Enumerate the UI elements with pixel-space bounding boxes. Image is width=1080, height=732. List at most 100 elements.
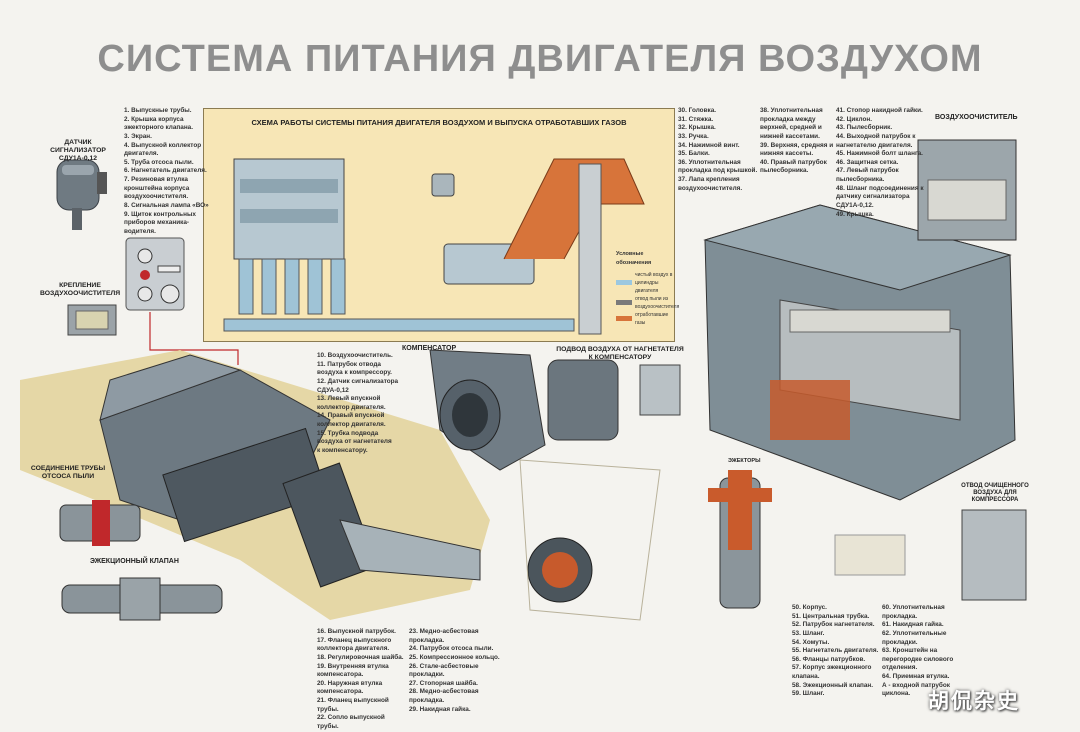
list-item: 4. Выпускной коллектор xyxy=(124,141,202,149)
list-item: прокладка. xyxy=(409,697,445,705)
list-item: 55. Нагнетатель двигателя. xyxy=(792,647,879,655)
legend-swatch xyxy=(616,316,632,322)
caption-ejection-valve: ЭЖЕКЦИОННЫЙ КЛАПАН xyxy=(90,558,179,565)
legend-label: чистый воздух в цилиндры двигателя xyxy=(635,271,673,294)
list-item: прокладка между xyxy=(760,115,816,123)
parts-list-d: 41. Стопор накидной гайки. 42. Циклон. 4… xyxy=(836,107,924,219)
parts-list-b: 30. Головка. 31. Стяжка. 32. Крышка. 33.… xyxy=(678,107,757,193)
list-item: трубы. xyxy=(317,705,339,713)
list-item: 32. Крышка. xyxy=(678,124,716,132)
list-item: приборов механика- xyxy=(124,219,190,227)
caption-sensor: ДАТЧИК СИГНАЛИЗАТОР СДУ1А-0,12 xyxy=(50,139,106,163)
list-item: 16. Выпускной патрубок. xyxy=(317,628,396,635)
legend-title: Условные обозначения xyxy=(616,251,652,266)
list-item: 31. Стяжка. xyxy=(678,115,714,123)
caption-ejectors: ЭЖЕКТОРЫ xyxy=(728,458,761,464)
list-item: 10. Воздухоочиститель. xyxy=(317,352,393,359)
list-item: СДУ1А-0,12. xyxy=(836,202,874,210)
list-item: 23. Медно-асбестовая xyxy=(409,628,479,635)
list-item: 12. Датчик сигнализатора xyxy=(317,377,399,385)
list-item: 40. Правый патрубок xyxy=(760,158,827,166)
scheme-title: СХЕМА РАБОТЫ СИСТЕМЫ ПИТАНИЯ ДВИГАТЕЛЯ В… xyxy=(251,118,627,127)
list-item: А - входной патрубок xyxy=(882,681,950,689)
list-item: 6. Нагнетатель двигателя. xyxy=(124,167,207,175)
list-item: 45. Нажимной болт шланга. xyxy=(836,150,923,158)
list-item: 64. Приемная втулка. xyxy=(882,673,950,681)
parts-list-g: 23. Медно-асбестовая прокладка. 24. Патр… xyxy=(409,628,500,714)
parts-list-a: 1. Выпускные трубы. 2. Крышка корпуса эж… xyxy=(124,107,209,237)
list-item: 24. Патрубок отсоса пыли. xyxy=(409,645,494,653)
caption-air-supply: ПОДВОД ВОЗДУХА ОТ НАГНЕТАТЕЛЯ К КОМПЕНСА… xyxy=(556,346,684,362)
list-item: 57. Корпус эжекционного xyxy=(792,664,872,672)
list-item: 44. Выходной патрубок к xyxy=(836,132,916,140)
caption-pipe-joint: СОЕДИНЕНИЕ ТРУБЫ ОТСОСА ПЫЛИ xyxy=(30,465,106,481)
list-item: прокладка. xyxy=(409,636,445,644)
list-item: 5. Труба отсоса пыли. xyxy=(124,158,194,166)
list-item: 8. Сигнальная лампа «ВО» xyxy=(124,202,209,210)
list-item: к компенсатору. xyxy=(317,447,368,455)
mount-detail-drawing xyxy=(67,304,117,336)
legend-label: отвод пыли из воздухоочистителя xyxy=(635,295,680,310)
list-item: воздуха к компрессору. xyxy=(317,369,392,377)
list-item: клапана. xyxy=(792,673,820,681)
list-item: 27. Стопорная шайба. xyxy=(409,679,478,687)
list-item: 49. Крышка. xyxy=(836,210,874,218)
list-item: эжекторного клапана. xyxy=(124,124,194,132)
list-item: 51. Центральная трубка. xyxy=(792,612,870,620)
parts-list-c: 38. Уплотнительная прокладка между верхн… xyxy=(760,107,833,176)
list-item: 15. Трубка подвода xyxy=(317,429,379,437)
parts-list-h: 50. Корпус. 51. Центральная трубка. 52. … xyxy=(792,604,878,699)
legend-item: отвод пыли из воздухоочистителя xyxy=(616,295,680,311)
legend-item: чистый воздух в цилиндры двигателя xyxy=(616,271,676,295)
list-item: водителя. xyxy=(124,227,156,235)
list-item: 20. Наружная втулка xyxy=(317,679,383,687)
list-item: 56. Фланцы патрубков. xyxy=(792,655,866,663)
list-item: прокладки. xyxy=(409,671,445,679)
pipe-joint-drawing xyxy=(59,500,141,546)
list-item: 61. Накидная гайка. xyxy=(882,621,944,629)
parts-list-i: 60. Уплотнительная прокладка. 61. Накидн… xyxy=(882,604,953,699)
list-item: 41. Стопор накидной гайки. xyxy=(836,107,923,114)
list-item: 13. Левый впускной xyxy=(317,395,381,403)
legend-item: отработавшие газы xyxy=(616,311,676,327)
caption-cleaner: ВОЗДУХООЧИСТИТЕЛЬ xyxy=(935,114,1018,121)
scheme-drawing xyxy=(223,158,645,335)
list-item: 42. Циклон. xyxy=(836,115,873,123)
watermark: 胡侃杂史 xyxy=(928,690,1020,713)
list-item: пылесборника. xyxy=(836,176,885,184)
list-item: трубы. xyxy=(317,723,339,731)
air-cleaner-drawing xyxy=(703,204,1016,501)
list-item: 39. Верхняя, средняя и xyxy=(760,141,834,149)
list-item: 47. Левый патрубок xyxy=(836,167,899,175)
air-supply-drawing xyxy=(547,359,681,441)
caption-compensator: КОМПЕНСАТОР xyxy=(402,345,457,352)
list-item: 2. Крышка корпуса xyxy=(124,115,184,123)
list-item: воздухоочистителя. xyxy=(124,193,189,201)
legend-label: отработавшие газы xyxy=(635,311,669,326)
sensor-device-drawing xyxy=(56,159,107,230)
scheme-panel: СХЕМА РАБОТЫ СИСТЕМЫ ПИТАНИЯ ДВИГАТЕЛЯ В… xyxy=(203,108,675,342)
list-item: циклона. xyxy=(882,690,911,698)
engine-bay-drawing xyxy=(20,350,490,620)
list-item: 46. Защитная сетка. xyxy=(836,158,899,166)
list-item: 9. Щиток контрольных xyxy=(124,210,196,218)
ejector-drawing xyxy=(708,470,772,609)
list-item: 18. Регулировочная шайба. xyxy=(317,653,404,661)
list-item: 35. Балки. xyxy=(678,150,710,158)
list-item: прокладки. xyxy=(882,638,918,646)
list-item: 34. Нажимной винт. xyxy=(678,141,740,149)
caption-mount: КРЕПЛЕНИЕ ВОЗДУХООЧИСТИТЕЛЯ xyxy=(40,282,121,298)
list-item: компенсатора. xyxy=(317,688,364,696)
list-item: прокладка под крышкой. xyxy=(678,167,758,175)
legend: Условные обозначения чистый воздух в цил… xyxy=(616,250,680,327)
list-item: коллектор двигателя. xyxy=(317,421,386,429)
legend-swatch xyxy=(616,280,632,286)
list-item: 28. Медно-асбестовая xyxy=(409,688,479,696)
list-item: 52. Патрубок нагнетателя. xyxy=(792,621,875,629)
list-item: верхней, средней и xyxy=(760,124,822,132)
list-item: 19. Внутренняя втулка xyxy=(317,662,389,670)
list-item: 59. Шланг. xyxy=(792,690,825,698)
list-item: 63. Кронштейн на xyxy=(882,647,938,655)
list-item: 37. Лапа крепления xyxy=(678,176,740,184)
